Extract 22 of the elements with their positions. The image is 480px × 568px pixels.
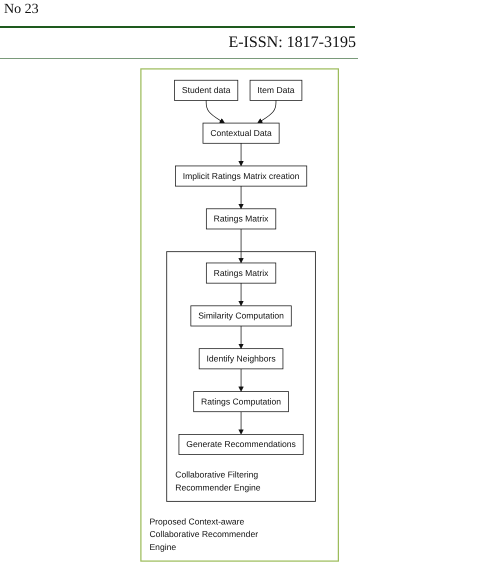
node-box — [250, 80, 303, 101]
cluster — [166, 251, 316, 502]
arrow — [238, 142, 244, 166]
node-box — [206, 208, 277, 230]
arrow — [238, 326, 244, 349]
arrow — [238, 368, 244, 392]
node-box — [178, 434, 304, 455]
node-box — [190, 305, 292, 326]
issn-text: E-ISSN: 1817-3195 — [228, 34, 356, 52]
arrow — [238, 411, 244, 435]
arrow — [206, 100, 226, 124]
issue-number: No 23 — [4, 2, 39, 18]
node-box — [206, 262, 277, 284]
arrow — [258, 100, 277, 124]
node-box — [174, 80, 239, 101]
node-box — [194, 391, 290, 412]
node-box — [199, 348, 284, 370]
arrow — [238, 282, 244, 306]
arrow — [238, 228, 244, 264]
arrow — [238, 186, 244, 210]
node-box — [202, 122, 280, 144]
node-box — [175, 166, 308, 186]
